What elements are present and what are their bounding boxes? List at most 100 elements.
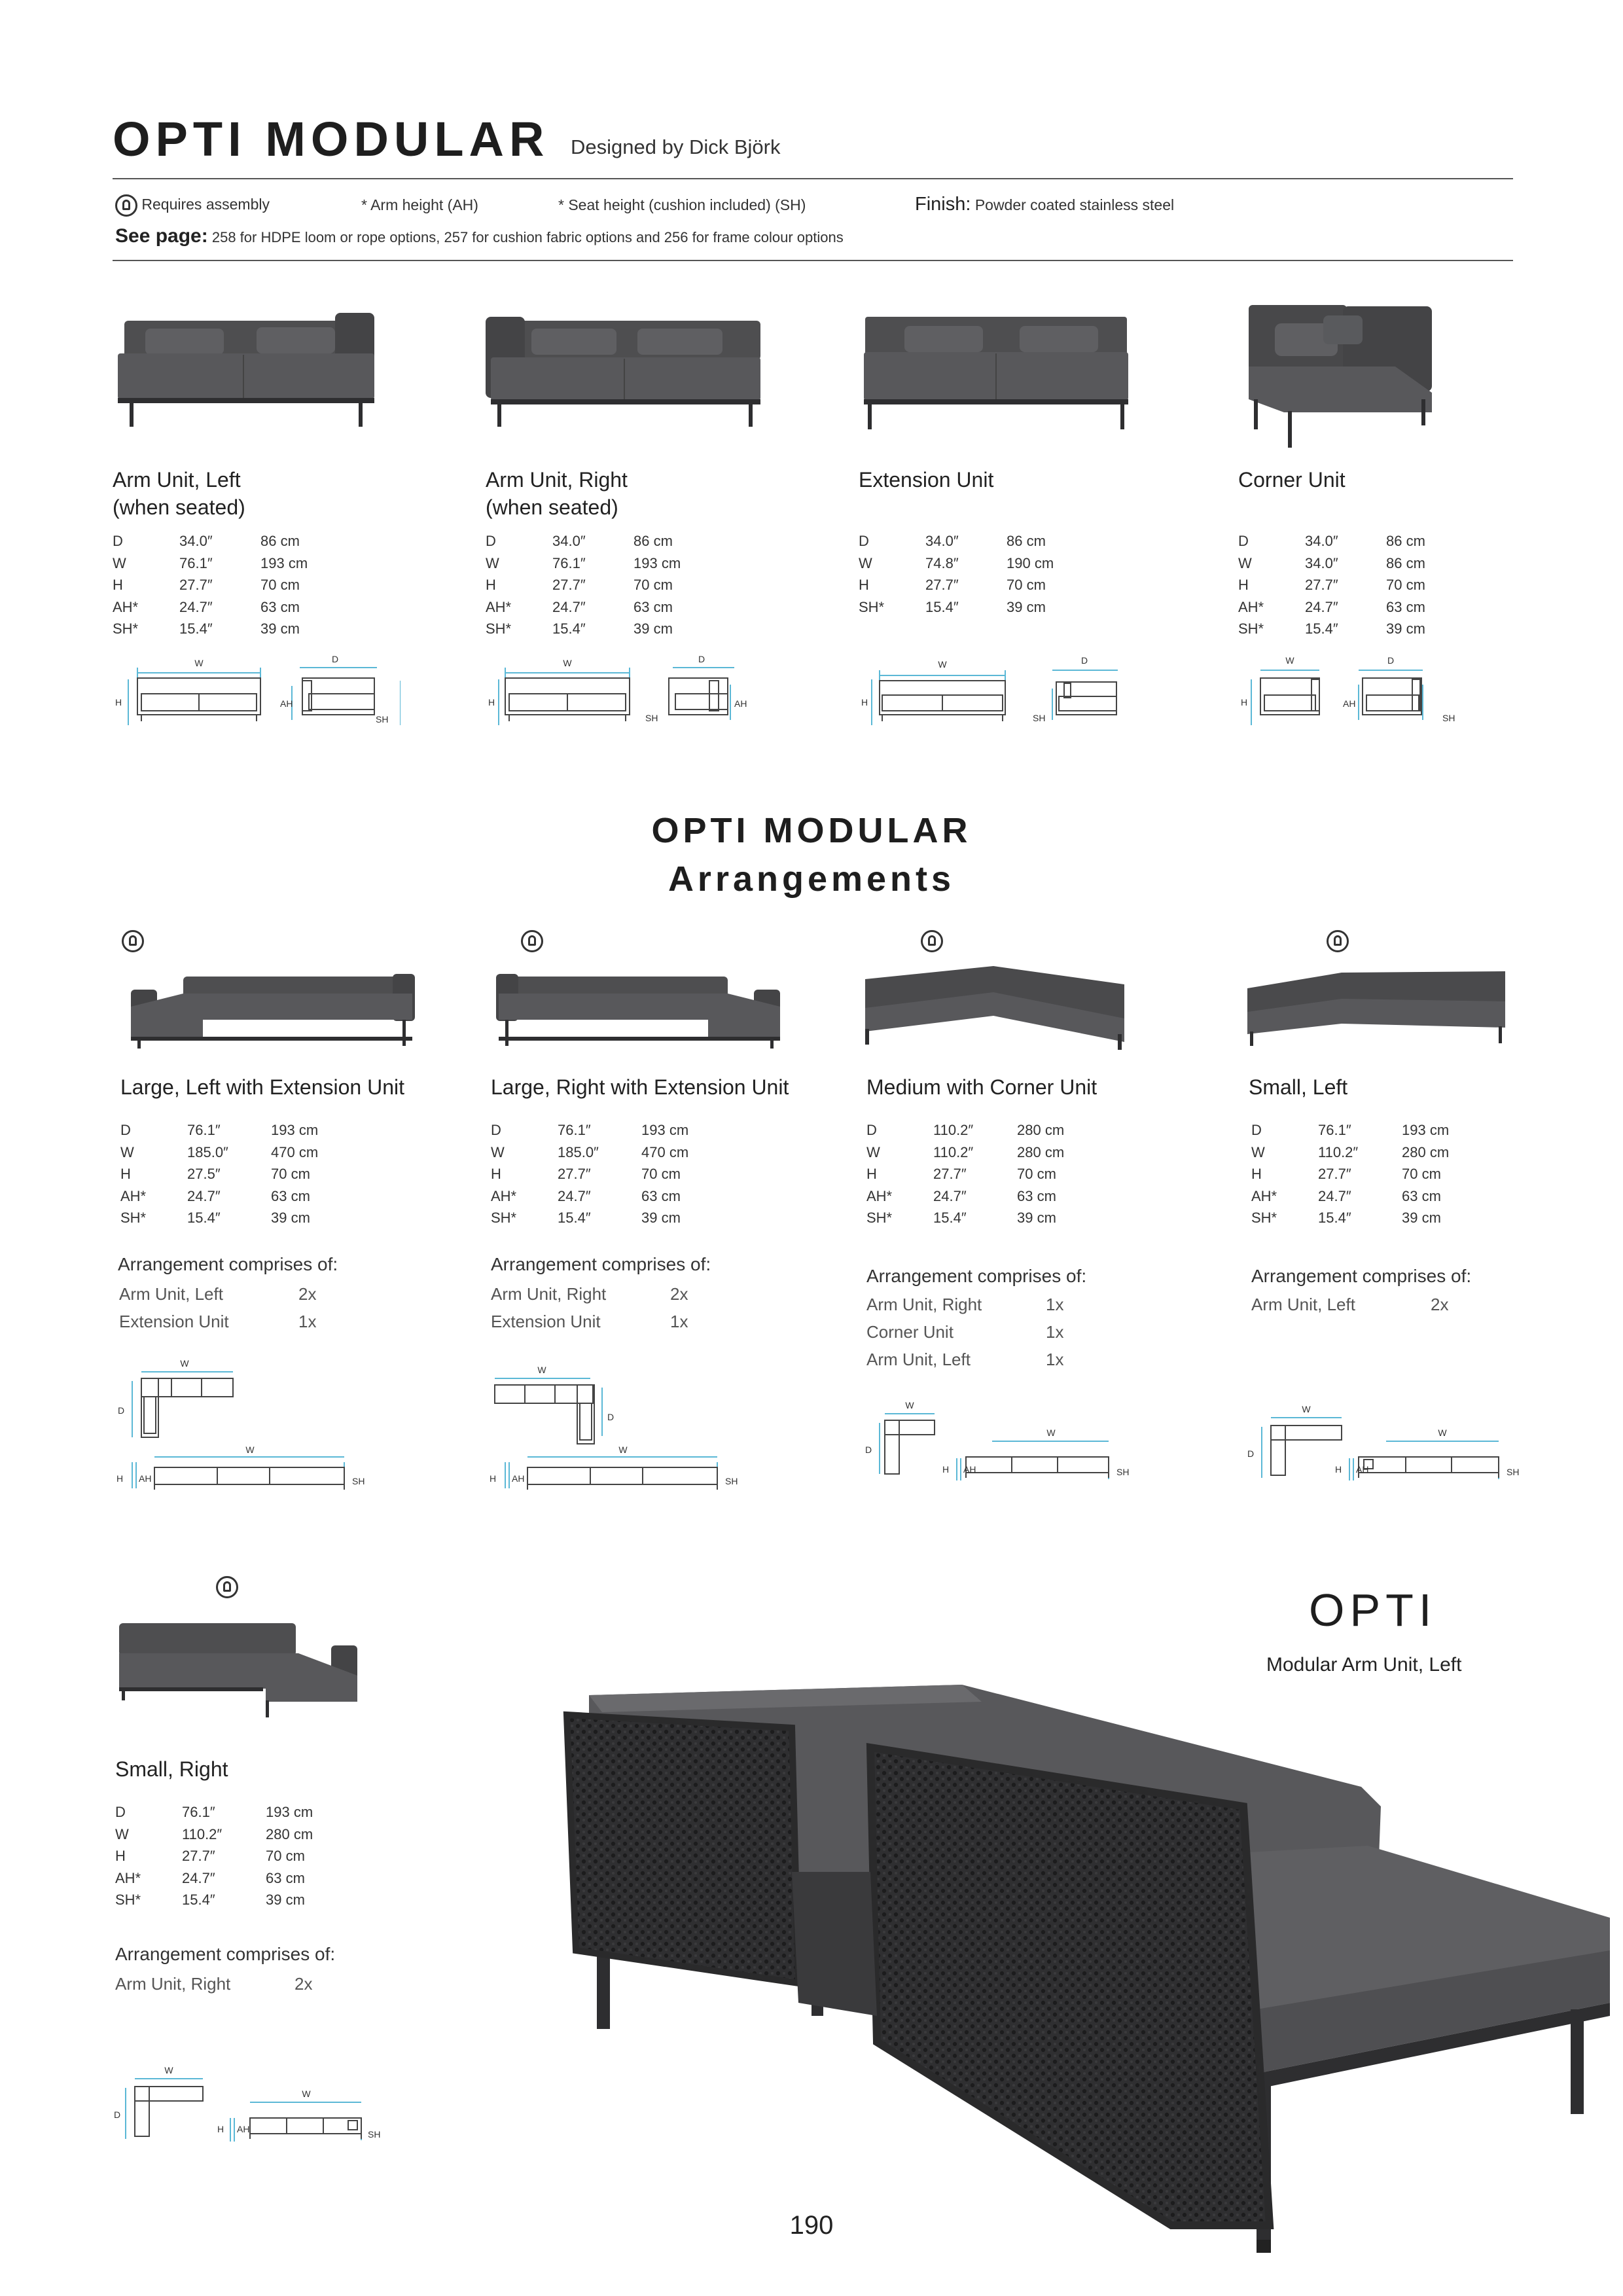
spec-label: AH* — [486, 598, 512, 615]
spec-row: SH*15.4″39 cm — [859, 596, 1068, 619]
spec-cm: 70 cm — [1007, 577, 1046, 593]
spec-cm: 470 cm — [271, 1143, 319, 1160]
dim-label: W — [302, 2089, 311, 2099]
spec-label: W — [866, 1143, 880, 1160]
designer-credit: Designed by Dick Björk — [571, 135, 781, 158]
dim-label: H — [942, 1464, 949, 1475]
spec-cm: 70 cm — [641, 1166, 681, 1182]
spec-cm: 63 cm — [1402, 1187, 1441, 1204]
extension-unit-drawing: W D H SH — [861, 655, 1118, 725]
spec-label: H — [1251, 1166, 1262, 1182]
spec-inches: 24.7″ — [1305, 598, 1338, 615]
spec-cm: 86 cm — [260, 533, 300, 549]
arrangement-drawing: W D W H AH SH — [1247, 1404, 1519, 1480]
arrangement-drawing: W D W H AH SH — [865, 1401, 1129, 1480]
arrangement-name: Large, Right with Extension Unit — [491, 1075, 789, 1099]
spec-inches: 110.2″ — [933, 1143, 974, 1160]
dim-label: W — [563, 658, 572, 668]
spec-inches: 27.7″ — [179, 577, 213, 593]
spec-inches: 15.4″ — [187, 1210, 221, 1226]
dim-label: W — [164, 2065, 173, 2075]
arrangement-heading: Arrangement comprises of: — [118, 1254, 338, 1274]
arm-unit-left-photo — [118, 313, 374, 427]
spec-row: AH*24.7″63 cm — [113, 596, 322, 619]
finish-value: Powder coated stainless steel — [974, 196, 1175, 213]
dim-label: AH — [512, 1473, 524, 1484]
unit-name: Extension Unit — [859, 468, 994, 492]
woven-panel — [563, 1711, 802, 1987]
header-divider — [113, 178, 1513, 179]
spec-inches: 185.0″ — [187, 1143, 228, 1160]
spec-row: SH*15.4″39 cm — [1238, 618, 1448, 640]
dim-label: W — [1285, 655, 1294, 666]
frame — [118, 398, 374, 403]
spec-cm: 86 cm — [633, 533, 673, 549]
dim-label: SH — [376, 714, 388, 725]
spec-label: D — [1238, 533, 1249, 549]
arm-unit-right-drawing: W D H SH AH — [488, 654, 747, 725]
spec-inches: 27.7″ — [925, 577, 959, 593]
spec-cm: 70 cm — [1386, 577, 1425, 593]
feature-subtitle: Modular Arm Unit, Left — [1266, 1654, 1462, 1676]
spec-label: D — [113, 533, 123, 549]
spec-inches: 15.4″ — [1318, 1210, 1351, 1226]
spec-inches: 76.1″ — [558, 1122, 591, 1138]
assembly-icon — [122, 930, 144, 952]
part-name: Arm Unit, Right — [491, 1284, 607, 1304]
spec-inches: 27.7″ — [558, 1166, 591, 1182]
spec-label: AH* — [866, 1187, 893, 1204]
page-title: OPTI MODULAR — [113, 112, 550, 166]
dim-label: W — [194, 658, 204, 668]
spec-label: W — [120, 1143, 134, 1160]
spec-label: W — [115, 1825, 129, 1842]
spec-cm: 86 cm — [1386, 533, 1425, 549]
spec-row: AH*24.7″63 cm — [120, 1185, 330, 1208]
dim-label: H — [1241, 697, 1247, 708]
page-number: 190 — [789, 2211, 834, 2240]
dim-label: W — [1046, 1427, 1056, 1438]
spec-inches: 76.1″ — [1318, 1122, 1351, 1138]
spec-row: AH*24.7″63 cm — [486, 596, 695, 619]
arrangement-photo — [865, 966, 1124, 1050]
spec-inches: 24.7″ — [182, 1869, 215, 1886]
corner-unit-drawing: W D H AH SH — [1241, 655, 1455, 725]
spec-cm: 39 cm — [633, 620, 673, 637]
arrangement-name: Small, Right — [115, 1757, 228, 1781]
dim-label: W — [1302, 1404, 1311, 1414]
spec-label: H — [1238, 577, 1249, 593]
spec-label: D — [866, 1122, 877, 1138]
spec-row: W 185.0″ 470 cm — [120, 1141, 330, 1164]
spec-cm: 39 cm — [1386, 620, 1425, 637]
see-page-text: 258 for HDPE loom or rope options, 257 f… — [211, 229, 844, 245]
spec-label: H — [120, 1166, 131, 1182]
header-divider-2 — [113, 260, 1513, 261]
spec-inches: 76.1″ — [552, 554, 586, 571]
spec-cm: 193 cm — [266, 1804, 313, 1820]
assembly-icon — [920, 930, 943, 952]
spec-cm: 193 cm — [633, 554, 681, 571]
arrangement-name: Large, Left with Extension Unit — [120, 1075, 405, 1099]
unit-name: Arm Unit, Left(when seated) — [113, 468, 245, 519]
dim-label: AH — [734, 698, 747, 709]
spec-label: SH* — [486, 620, 512, 637]
spec-label: SH* — [491, 1210, 517, 1226]
spec-inches: 15.4″ — [925, 598, 959, 615]
spec-inches: 34.0″ — [552, 533, 586, 549]
dim-label: D — [698, 654, 705, 664]
arrangement-heading: Arrangement comprises of: — [491, 1254, 711, 1274]
spec-inches: 74.8″ — [925, 554, 959, 571]
spec-cm: 63 cm — [266, 1869, 305, 1886]
spec-inches: 15.4″ — [179, 620, 213, 637]
spec-cm: 193 cm — [641, 1122, 689, 1138]
